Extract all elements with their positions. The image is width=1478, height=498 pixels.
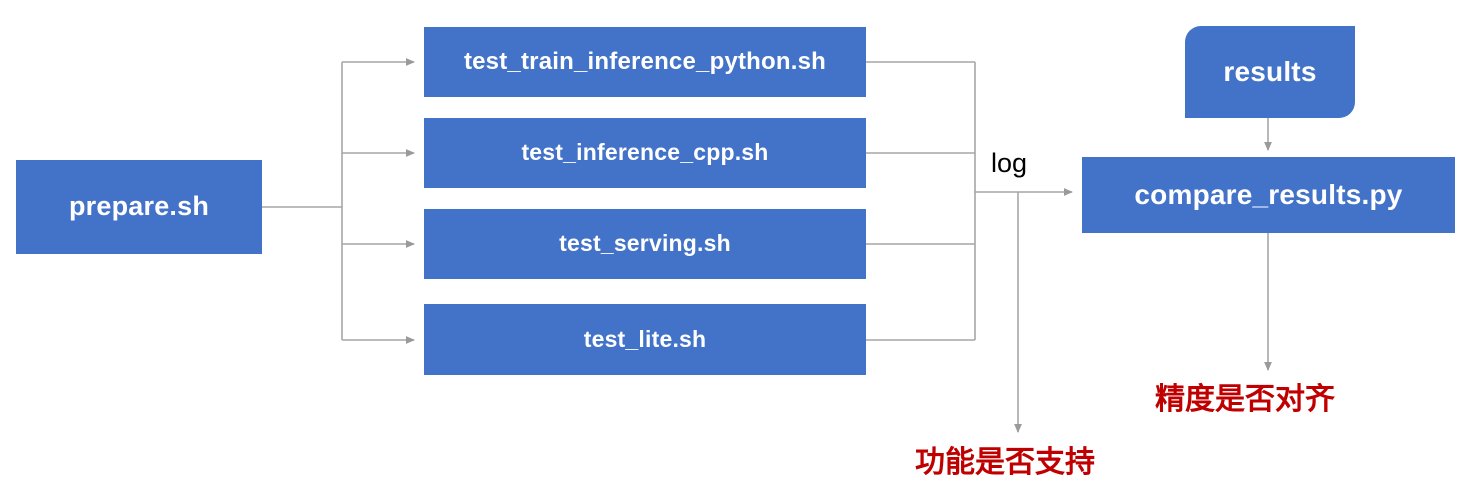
node-prepare-sh[interactable]: prepare.sh [16, 160, 262, 254]
node-test-lite-sh[interactable]: test_lite.sh [424, 304, 866, 375]
node-results[interactable]: results [1185, 26, 1355, 118]
note-function-support: 功能是否支持 [915, 446, 1095, 479]
note-precision-aligned: 精度是否对齐 [1155, 383, 1335, 416]
node-test-serving-sh[interactable]: test_serving.sh [424, 209, 866, 279]
node-compare-results-py[interactable]: compare_results.py [1082, 157, 1455, 233]
edge-label-log: log [991, 148, 1028, 178]
node-test-inference-cpp-sh[interactable]: test_inference_cpp.sh [424, 118, 866, 188]
node-test-train-inference-python-sh[interactable]: test_train_inference_python.sh [424, 27, 866, 97]
